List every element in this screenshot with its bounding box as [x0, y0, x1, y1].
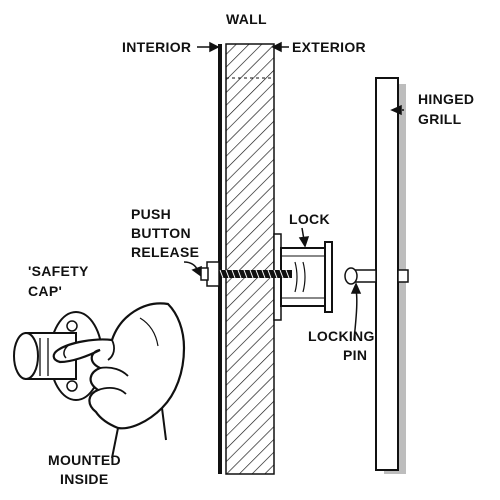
locking-pin — [344, 267, 409, 285]
label-locking-pin-line1: LOCKING — [308, 328, 375, 344]
label-exterior: EXTERIOR — [292, 39, 366, 55]
push-button-release — [200, 261, 220, 287]
label-lock: LOCK — [289, 211, 330, 227]
label-safety-cap-line1: 'SAFETY — [28, 263, 89, 279]
wall — [218, 43, 275, 475]
label-locking-pin-line2: PIN — [343, 347, 367, 363]
label-hinged-grill-line1: HINGED — [418, 91, 474, 107]
leader-lines — [183, 41, 404, 341]
label-mounted-inside-line2: INSIDE — [60, 471, 108, 487]
label-interior: INTERIOR — [122, 39, 191, 55]
label-push-button-release-line2: BUTTON — [131, 225, 191, 241]
hand — [52, 302, 186, 459]
label-hinged-grill-line2: GRILL — [418, 111, 462, 127]
label-safety-cap-line2: CAP' — [28, 283, 62, 299]
label-mounted-inside-line1: MOUNTED — [48, 452, 121, 468]
label-push-button-release-line1: PUSH — [131, 206, 171, 222]
label-wall: WALL — [226, 11, 267, 27]
hinged-grill — [375, 77, 406, 474]
label-push-button-release-line3: RELEASE — [131, 244, 199, 260]
threaded-rod — [212, 269, 292, 279]
